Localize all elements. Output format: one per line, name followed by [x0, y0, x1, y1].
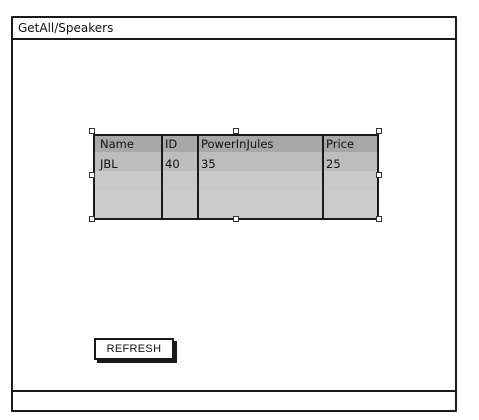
cell-power: 35 — [201, 157, 216, 171]
speakers-table[interactable]: Name ID PowerInJules Price JBL 40 35 25 — [93, 134, 379, 220]
column-divider — [197, 136, 199, 218]
table-header-row — [95, 136, 377, 152]
table-row-empty[interactable] — [95, 171, 377, 190]
resize-handle-top-right[interactable] — [376, 128, 382, 134]
resize-handle-bottom-left[interactable] — [89, 216, 95, 222]
resize-handle-left[interactable] — [89, 172, 95, 178]
column-divider — [161, 136, 163, 218]
column-header-id[interactable]: ID — [165, 137, 178, 151]
table-row[interactable] — [95, 152, 377, 171]
column-header-price[interactable]: Price — [326, 137, 355, 151]
status-bar-divider — [13, 390, 455, 392]
refresh-button-label: REFRESH — [106, 343, 162, 355]
cell-id: 40 — [165, 157, 180, 171]
resize-handle-bottom-right[interactable] — [376, 216, 382, 222]
cell-name: JBL — [100, 157, 118, 171]
table-row-empty[interactable] — [95, 190, 377, 218]
column-header-power[interactable]: PowerInJules — [201, 137, 274, 151]
resize-handle-top-left[interactable] — [89, 128, 95, 134]
resize-handle-bottom[interactable] — [233, 216, 239, 222]
cell-price: 25 — [326, 157, 341, 171]
app-window: GetAll/Speakers Name ID PowerInJules Pri… — [11, 16, 457, 412]
resize-handle-right[interactable] — [376, 172, 382, 178]
resize-handle-top[interactable] — [233, 128, 239, 134]
column-divider — [322, 136, 324, 218]
refresh-button[interactable]: REFRESH — [94, 338, 174, 360]
window-title: GetAll/Speakers — [18, 21, 114, 35]
column-header-name[interactable]: Name — [100, 137, 134, 151]
title-bar: GetAll/Speakers — [13, 18, 455, 40]
